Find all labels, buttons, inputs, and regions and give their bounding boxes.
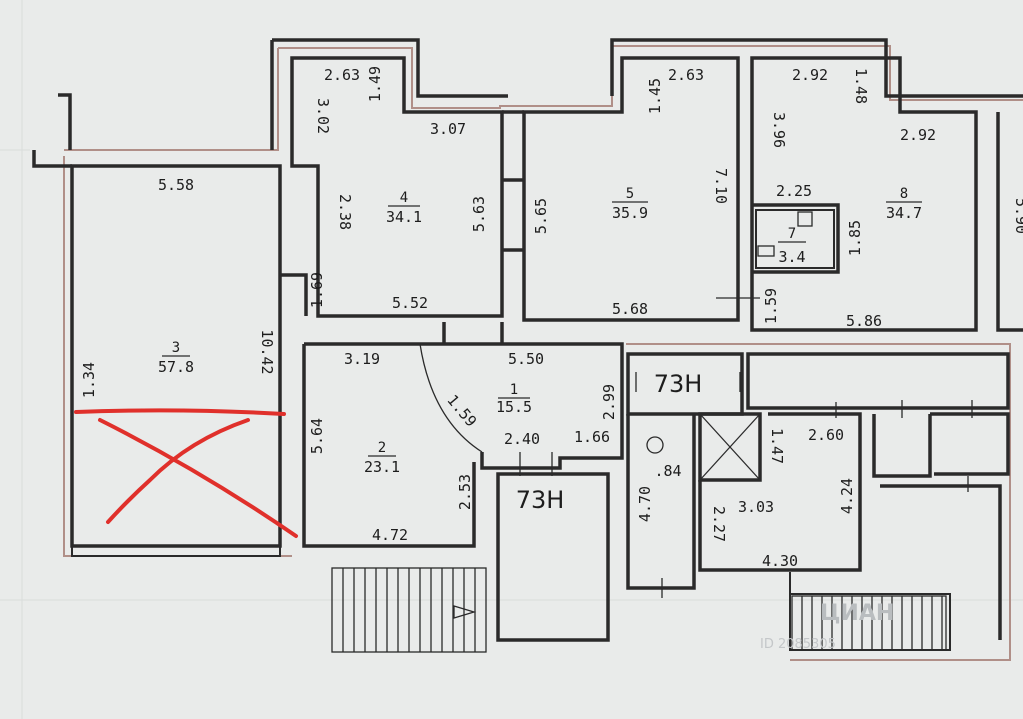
room-3-number: 3: [172, 340, 180, 356]
dim-label: 2.63: [668, 66, 704, 84]
room-2-area: 23.1: [364, 458, 400, 476]
dim-label: 5.68: [612, 300, 648, 318]
room-8-area: 34.7: [886, 204, 922, 222]
dim-label: 5.86: [846, 312, 882, 330]
red-cross-mark: [74, 408, 298, 538]
dim-label: 3.07: [430, 120, 466, 138]
dim-label: 1.45: [646, 78, 664, 114]
dim-label: 5.58: [158, 176, 194, 194]
dim-label: 2.99: [600, 384, 618, 420]
dim-label: 2.63: [324, 66, 360, 84]
room-7-number: 7: [788, 226, 796, 242]
wall-ticks: [519, 297, 973, 598]
dim-label: 1.47: [768, 428, 786, 464]
label-73h-top: 73Н: [654, 370, 703, 398]
label-73h-bottom: 73Н: [516, 486, 565, 514]
dim-label: 4.30: [762, 552, 798, 570]
dim-label: 5.52: [392, 294, 428, 312]
room-1-area: 15.5: [496, 398, 532, 416]
dim-label: 4.72: [372, 526, 408, 544]
dim-label: 1.69: [308, 272, 326, 308]
watermark-text: ЦИАН: [820, 601, 894, 626]
dim-label: 2.53: [456, 474, 474, 510]
room-labels: 3 57.8 4 34.1 5 35.9 8 34.7 7 3.4 1 15.5…: [158, 186, 922, 476]
dim-label: .84: [654, 462, 681, 480]
dim-label: 1.59: [762, 288, 780, 324]
dim-label: 10.42: [258, 329, 276, 374]
room-4-number: 4: [400, 190, 408, 206]
dim-label: 3.96: [770, 112, 788, 148]
dimension-labels: 5.58 10.42 1.34 2.63 1.49 3.02 3.07 2.38…: [80, 66, 1023, 570]
dim-label: 4.24: [838, 478, 856, 514]
stairs-right: [791, 595, 947, 651]
dim-label: 5.64: [308, 418, 326, 454]
dim-label: 2.38: [336, 194, 354, 230]
dim-label: 2.60: [808, 426, 844, 444]
room-number-rules: [162, 201, 922, 457]
dim-label: 1.49: [366, 66, 384, 102]
stairs-left: [331, 567, 487, 653]
watermark-subtext: ID 2085305: [760, 637, 836, 652]
dim-label: 5.50: [508, 350, 544, 368]
toilet-icon: [757, 211, 813, 257]
room-2-number: 2: [378, 440, 386, 456]
dim-label: 1.59: [443, 391, 480, 430]
dim-label: 2.40: [504, 430, 540, 448]
dim-label: 1.66: [574, 428, 610, 446]
dim-label: 4.70: [636, 486, 654, 522]
stair-frame: [791, 595, 947, 651]
stairs-arrow-icon: [453, 605, 477, 619]
room-4-area: 34.1: [386, 208, 422, 226]
room-5-area: 35.9: [612, 204, 648, 222]
room-3-area: 57.8: [158, 358, 194, 376]
dim-label: 5.63: [470, 196, 488, 232]
dim-label: 3.19: [344, 350, 380, 368]
dim-label: 7.10: [712, 168, 730, 204]
room-1-number: 1: [510, 382, 518, 398]
dim-label: 5.65: [532, 198, 550, 234]
dim-label: 3.03: [738, 498, 774, 516]
room-7-area: 3.4: [778, 248, 805, 266]
dim-label: 5.90: [1012, 198, 1023, 234]
room-8-number: 8: [900, 186, 908, 202]
cian-watermark: ЦИАН ID 2085305: [760, 601, 894, 652]
shaft-icon: [699, 413, 761, 481]
dim-label: 2.92: [792, 66, 828, 84]
dim-label: 1.48: [852, 68, 870, 104]
dim-label: 2.27: [710, 506, 728, 542]
sink-icon: [646, 436, 664, 454]
dim-label: 2.92: [900, 126, 936, 144]
room-5-number: 5: [626, 186, 634, 202]
dim-label: 1.34: [80, 362, 98, 398]
dim-label: 3.02: [314, 98, 332, 134]
dim-label: 1.85: [846, 220, 864, 256]
walls: [32, 38, 1023, 651]
dim-label: 2.25: [776, 182, 812, 200]
